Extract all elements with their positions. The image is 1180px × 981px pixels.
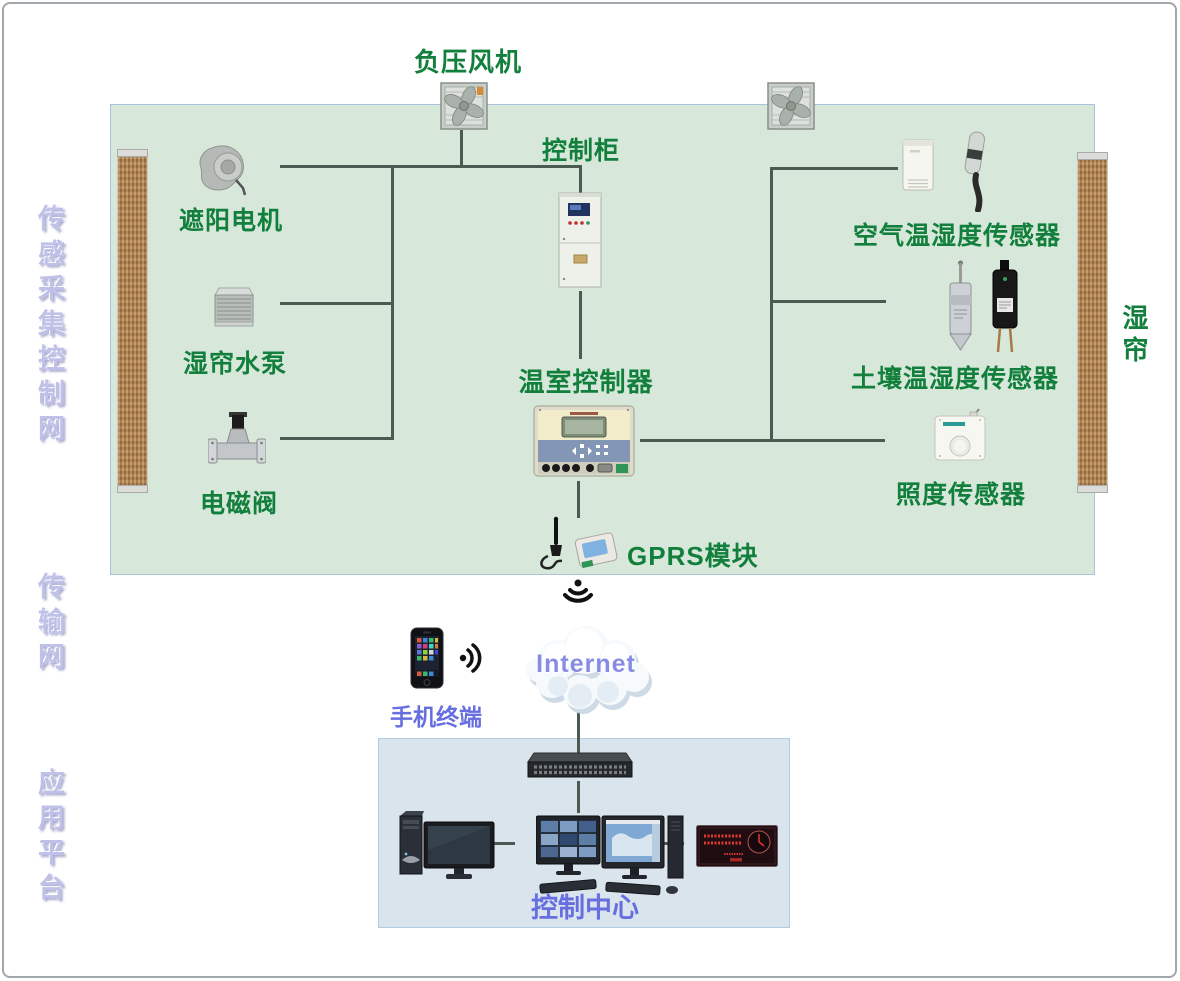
pump-icon	[211, 282, 257, 328]
network-switch-icon	[526, 750, 634, 780]
connector-line	[460, 130, 463, 168]
shade-motor-icon	[196, 140, 262, 196]
fan-label: 负压风机	[413, 47, 522, 77]
light-sensor-label: 照度传感器	[895, 481, 1026, 509]
connector-line	[577, 781, 580, 813]
light-sensor-icon	[931, 408, 989, 462]
layer-label-transmission: 传输网	[34, 572, 64, 677]
valve-label: 电磁阀	[199, 490, 278, 518]
led-display-icon	[696, 825, 778, 867]
workstation-icon	[536, 814, 688, 902]
shade-motor-label: 遮阳电机	[178, 207, 283, 235]
desktop-pc-icon	[394, 808, 498, 884]
gprs-label: GPRS模块	[627, 541, 759, 571]
air-sensor-box-icon	[902, 139, 934, 191]
connector-line	[577, 481, 580, 518]
soil-sensor-steel-icon	[945, 260, 977, 352]
exhaust-fan-icon	[440, 82, 488, 130]
connector-line	[770, 300, 886, 303]
mobile-phone-icon	[410, 627, 444, 689]
controller-label: 温室控制器	[518, 367, 654, 397]
connector-line	[770, 167, 898, 170]
soil-sensor-label: 土壤温湿度传感器	[850, 365, 1059, 393]
air-sensor-probe-icon	[955, 130, 995, 212]
connector-line	[482, 842, 515, 845]
gprs-module-icon	[536, 516, 624, 574]
layer-label-application: 应用平台	[34, 768, 64, 908]
greenhouse-controller-icon	[532, 402, 636, 480]
connector-line	[770, 167, 773, 441]
control-center-label: 控制中心	[531, 893, 639, 923]
connector-line	[640, 439, 885, 442]
solenoid-valve-icon	[208, 412, 266, 472]
wet-curtain-right	[1077, 152, 1108, 493]
soil-sensor-black-icon	[988, 260, 1022, 354]
control-cabinet-icon	[556, 191, 604, 291]
internet-cloud-label: Internet	[536, 650, 636, 678]
layer-label-sensing: 传感采集控制网	[34, 204, 64, 449]
cabinet-label: 控制柜	[541, 137, 620, 165]
exhaust-fan-icon	[767, 82, 815, 130]
connector-line	[579, 165, 582, 193]
wet-curtain-left	[117, 149, 148, 493]
internet-cloud-icon	[522, 620, 654, 718]
connector-line	[579, 291, 582, 359]
connector-line	[280, 437, 393, 440]
air-sensor-label: 空气温湿度传感器	[852, 222, 1061, 250]
wet-curtain-label: 湿帘	[1119, 304, 1149, 368]
phone-signal-icon	[458, 641, 486, 675]
phone-label: 手机终端	[390, 704, 482, 730]
wireless-signal-icon	[561, 577, 595, 607]
connector-line	[280, 302, 393, 305]
connector-line	[577, 712, 580, 753]
pump-label: 湿帘水泵	[182, 350, 287, 378]
connector-line	[280, 165, 582, 168]
